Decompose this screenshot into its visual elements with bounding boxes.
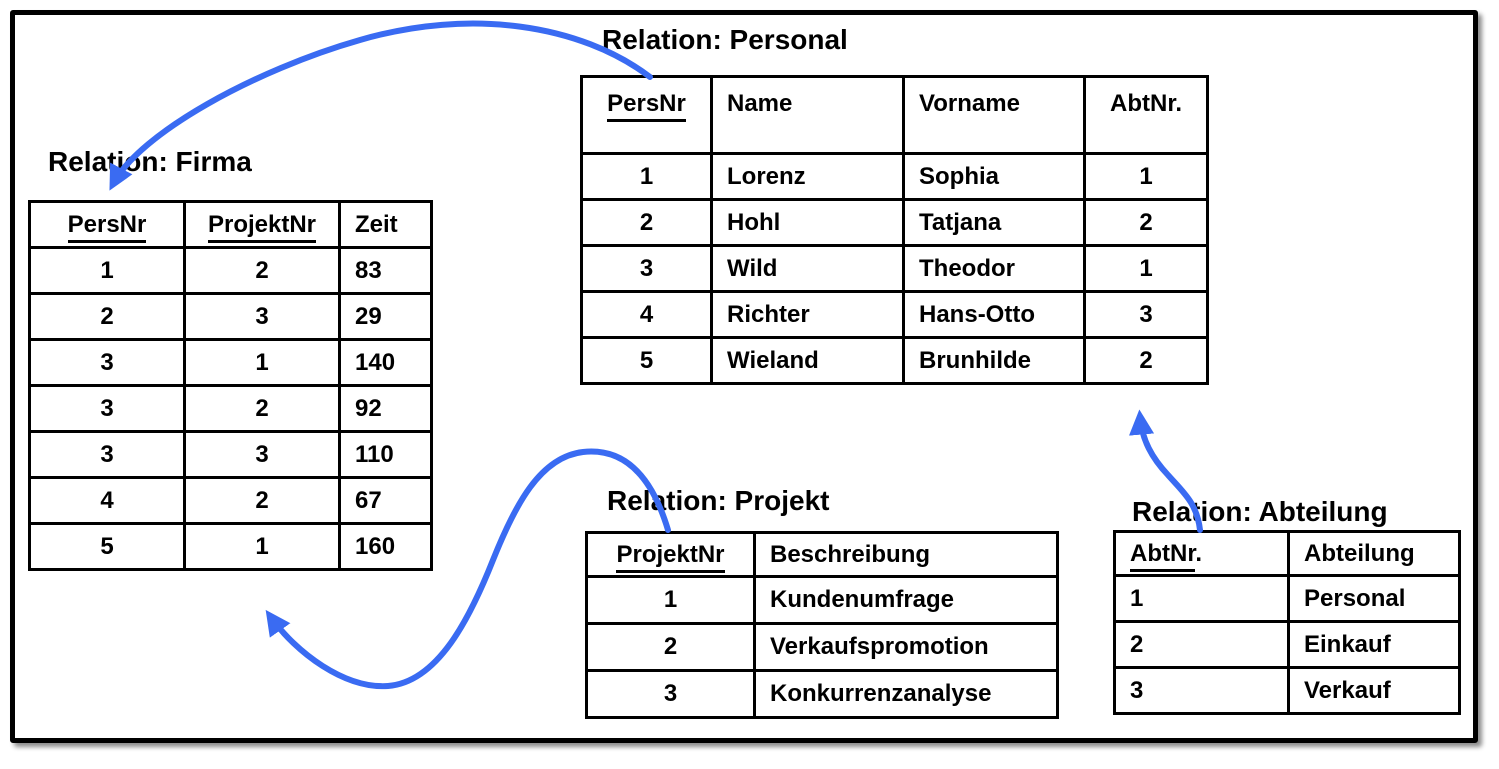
diagram-frame bbox=[10, 10, 1478, 743]
